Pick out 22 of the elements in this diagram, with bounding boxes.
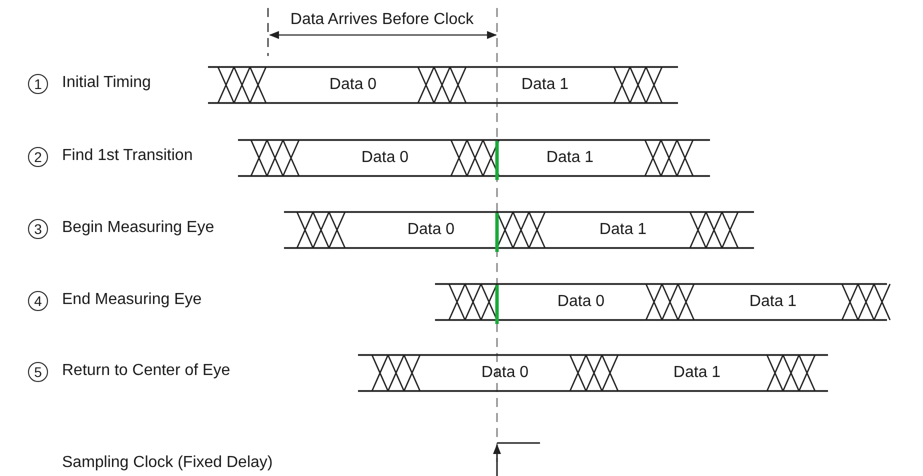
data-label: Data 1: [673, 364, 721, 382]
step-label: End Measuring Eye: [62, 291, 202, 309]
data-label: Data 0: [407, 221, 455, 239]
signal-label: Sampling Clock (Fixed Delay): [62, 454, 273, 472]
step-number: 2: [28, 147, 48, 167]
step-number: 1: [28, 74, 48, 94]
step-number: 4: [28, 291, 48, 311]
step-number: 5: [28, 362, 48, 382]
data-label: Data 0: [329, 76, 377, 94]
data-label: Data 0: [481, 364, 529, 382]
step-label: Return to Center of Eye: [62, 362, 230, 380]
data-label: Data 1: [599, 221, 647, 239]
data-label: Data 1: [546, 149, 594, 167]
step-number: 3: [28, 219, 48, 239]
data-label: Data 0: [557, 293, 605, 311]
data-label: Data 0: [361, 149, 409, 167]
data-label: Data 1: [749, 293, 797, 311]
step-label: Initial Timing: [62, 74, 151, 92]
dimension-label: Data Arrives Before Clock: [290, 11, 474, 29]
step-label: Begin Measuring Eye: [62, 219, 214, 237]
data-label: Data 1: [521, 76, 569, 94]
step-label: Find 1st Transition: [62, 147, 193, 165]
